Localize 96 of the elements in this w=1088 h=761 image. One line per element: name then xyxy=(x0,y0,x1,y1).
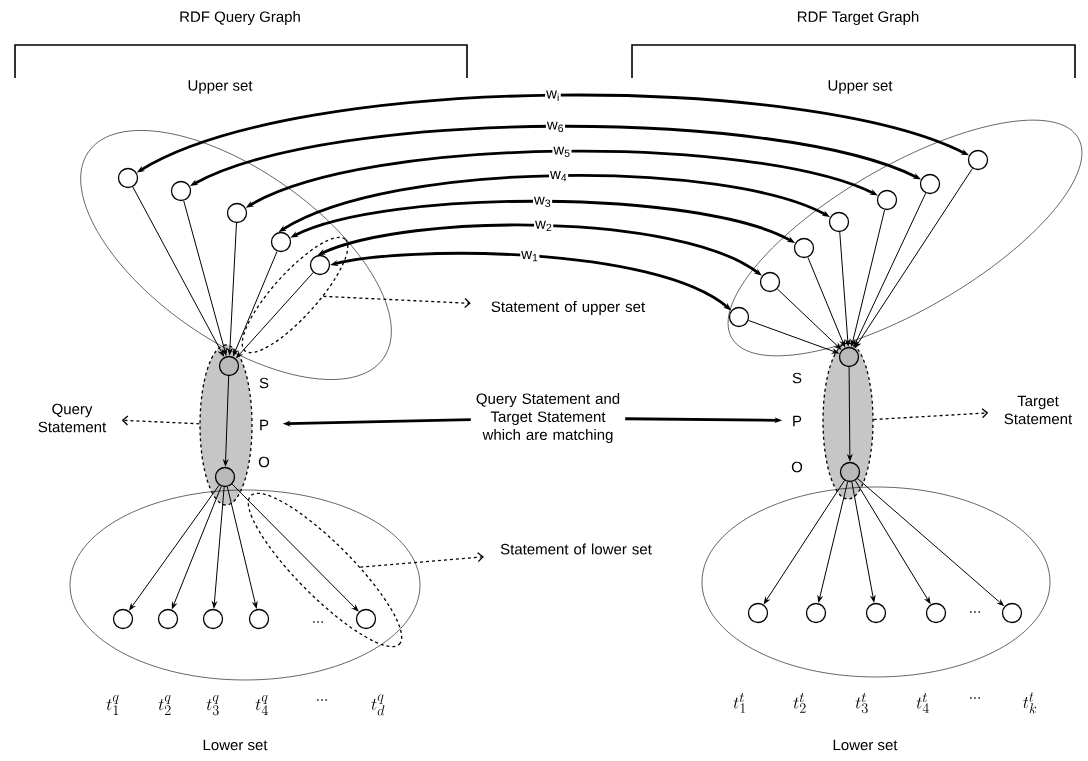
vertex-circle xyxy=(226,202,248,224)
weight-label: w$_{6}$ xyxy=(545,120,566,134)
arrow xyxy=(850,209,886,347)
arrow xyxy=(817,481,849,603)
spo-letter: O xyxy=(791,461,803,473)
arrow xyxy=(129,484,220,611)
arrow xyxy=(847,366,853,461)
dashed-arrow xyxy=(359,552,484,568)
arrow xyxy=(226,486,258,609)
dashed-arrow xyxy=(873,408,989,421)
weight-label: w$_{5}$ xyxy=(552,145,572,158)
vertex-circle xyxy=(170,180,192,202)
vertex-circle xyxy=(202,608,224,630)
spo-letter: P xyxy=(793,415,802,427)
weight-label: w$_{1}$ xyxy=(520,250,540,263)
ellipsis: ... xyxy=(313,621,323,623)
statement-text: Query Statement and Target Statement which are matching xyxy=(476,393,620,443)
spo-letter: S xyxy=(792,372,802,384)
arrow xyxy=(851,481,876,603)
ellipsis: ... xyxy=(970,611,980,613)
weight-label: w$_{3}$ xyxy=(532,195,553,209)
arrow xyxy=(748,319,839,354)
arrow xyxy=(807,256,846,347)
vertex-circle xyxy=(839,461,861,483)
arrow xyxy=(776,288,842,350)
arrow xyxy=(183,200,227,356)
vertex-circle xyxy=(925,602,947,624)
ellipsis: ... xyxy=(970,697,980,699)
ellipsis: ... xyxy=(317,699,327,701)
vertex-circle xyxy=(759,271,781,293)
vertex-circle xyxy=(805,602,827,624)
arrow xyxy=(236,272,314,358)
term-label: $t_3^t$ xyxy=(855,692,868,714)
vertex-circle xyxy=(793,237,815,259)
arrow xyxy=(171,485,222,609)
graph-title: RDF Query Graph xyxy=(180,11,300,25)
weight-label: w$_{4}$ xyxy=(549,170,569,183)
vertex-circle xyxy=(828,211,850,233)
vertex-circle xyxy=(919,173,941,195)
arrow xyxy=(227,222,237,355)
arrow xyxy=(132,186,225,357)
arrow xyxy=(839,231,851,346)
vertex-circle xyxy=(117,167,139,189)
vertex-circle xyxy=(112,608,134,630)
set-label: Upper set xyxy=(828,80,893,94)
arrow xyxy=(212,486,225,608)
arrow xyxy=(853,192,927,347)
vertex-circle xyxy=(728,306,750,328)
term-label: $t_2^q$ xyxy=(158,694,171,715)
vertex-circle xyxy=(270,231,292,253)
vertex-circle xyxy=(355,608,377,630)
arrow xyxy=(231,483,359,612)
set-label: Lower set xyxy=(833,739,898,751)
callout-text: Query Statement xyxy=(38,403,107,433)
vertex-circle xyxy=(876,189,898,211)
arrow xyxy=(854,168,973,348)
term-label: $t_3^q$ xyxy=(206,694,219,716)
term-label: $t_4^t$ xyxy=(916,692,929,713)
weight-label: w$_{2}$ xyxy=(534,219,554,233)
spo-letter: O xyxy=(258,456,270,468)
dashed-arrow xyxy=(322,295,471,309)
spo-letter: S xyxy=(259,377,269,389)
term-label: $t_k^t$ xyxy=(1023,692,1037,714)
arrow xyxy=(223,375,230,466)
term-label: $t_2^t$ xyxy=(793,692,806,713)
vertex-circle xyxy=(214,466,236,488)
term-label: $t_1^t$ xyxy=(733,692,746,713)
vertex-circle xyxy=(1001,602,1023,624)
set-label: Upper set xyxy=(188,80,253,94)
vertex-circle xyxy=(248,608,270,630)
arrow xyxy=(857,478,1004,606)
arrow xyxy=(233,250,278,356)
arrow xyxy=(854,480,931,604)
statement-outline xyxy=(247,492,403,648)
vertex-circle xyxy=(309,254,331,276)
vertex-circle xyxy=(747,602,769,624)
callout-text: Statement of lower set xyxy=(500,543,652,555)
term-label: $t_d^q$ xyxy=(371,694,385,716)
term-label: $t_1^q$ xyxy=(106,694,119,715)
dashed-arrow xyxy=(121,415,200,426)
vertex-circle xyxy=(865,602,887,624)
graph-title: RDF Target Graph xyxy=(797,11,919,25)
weight-label: w$_{i}$ xyxy=(545,89,561,103)
vertex-circle xyxy=(218,355,240,377)
callout-text: Target Statement xyxy=(1004,395,1073,425)
arrow xyxy=(763,480,845,604)
term-label: $t_4^q$ xyxy=(255,694,268,715)
set-label: Lower set xyxy=(203,739,268,751)
spo-letter: P xyxy=(260,419,269,431)
vertex-circle xyxy=(157,608,179,630)
statement-outline xyxy=(241,236,349,354)
vertex-circle xyxy=(838,346,860,368)
callout-text: Statement of upper set xyxy=(491,301,645,315)
set-ellipse xyxy=(701,486,1051,678)
vertex-circle xyxy=(967,149,989,171)
set-ellipse xyxy=(69,489,421,681)
